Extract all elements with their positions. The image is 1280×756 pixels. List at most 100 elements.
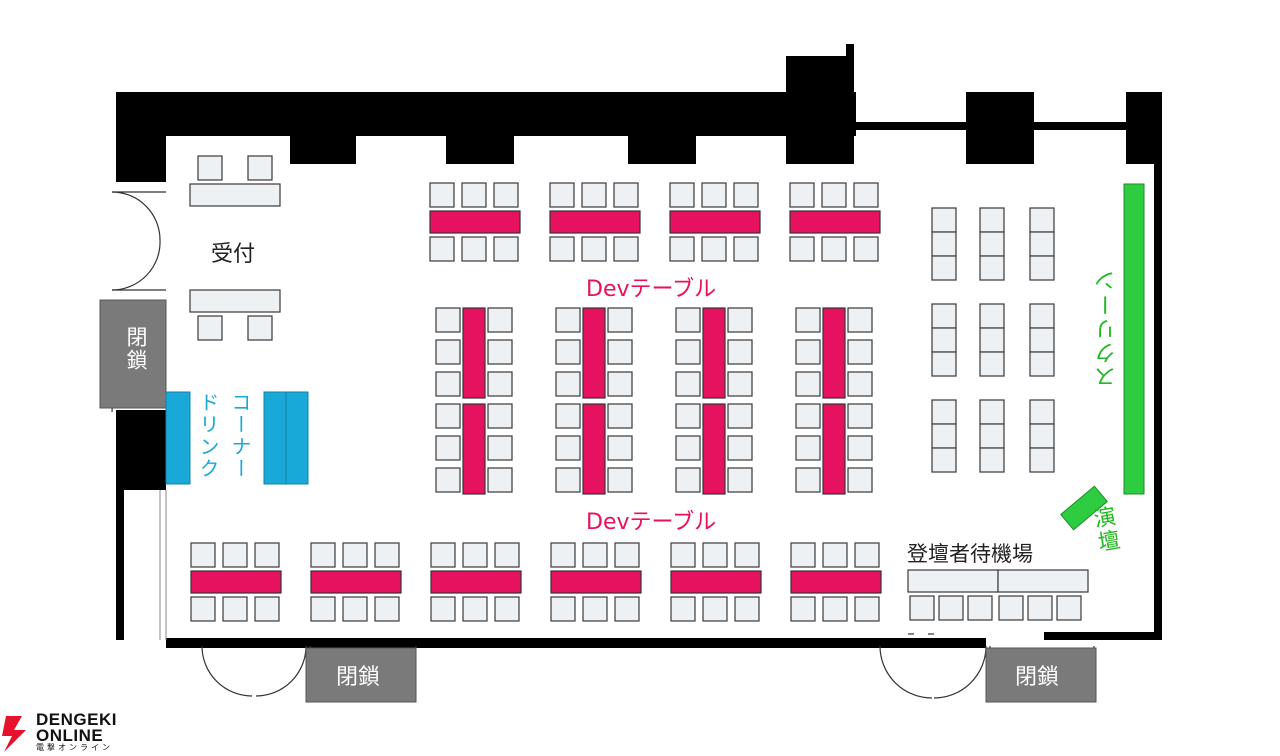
dev-table bbox=[702, 403, 726, 495]
waiting-table bbox=[997, 569, 1089, 593]
chair bbox=[487, 339, 513, 365]
chair bbox=[821, 236, 847, 262]
chair bbox=[550, 542, 576, 568]
dengeki-bolt-icon bbox=[2, 716, 26, 752]
chair bbox=[675, 467, 701, 493]
chair bbox=[702, 596, 728, 622]
chair bbox=[727, 307, 753, 333]
chair bbox=[675, 307, 701, 333]
chair bbox=[854, 596, 880, 622]
chair bbox=[555, 467, 581, 493]
logo-line2: ONLINE bbox=[36, 726, 104, 745]
chair bbox=[461, 182, 487, 208]
chair bbox=[429, 182, 455, 208]
chair bbox=[1029, 447, 1055, 473]
dev-table bbox=[190, 570, 282, 594]
chair bbox=[931, 303, 957, 329]
dev-table bbox=[549, 210, 641, 234]
chair bbox=[607, 371, 633, 397]
chair bbox=[979, 255, 1005, 281]
dev-table bbox=[430, 570, 522, 594]
chair bbox=[909, 595, 935, 621]
chair bbox=[853, 182, 879, 208]
chair bbox=[675, 403, 701, 429]
chair bbox=[614, 542, 640, 568]
reception-chair bbox=[247, 315, 273, 341]
chair bbox=[847, 307, 873, 333]
chair bbox=[190, 596, 216, 622]
drink-corner-label-1: ドリンク bbox=[196, 392, 220, 480]
chair bbox=[670, 542, 696, 568]
screen bbox=[1123, 183, 1145, 495]
chair bbox=[1029, 231, 1055, 257]
speaker-waiting-label: 登壇者待機場 bbox=[907, 542, 1033, 566]
chair bbox=[931, 447, 957, 473]
wall-pillar bbox=[290, 92, 356, 164]
chair bbox=[310, 542, 336, 568]
chair bbox=[795, 467, 821, 493]
walls bbox=[116, 44, 1162, 648]
closed-area-bottom-right bbox=[985, 647, 1097, 703]
dev-table bbox=[582, 307, 606, 399]
screen-label: スクリーン bbox=[1095, 268, 1120, 388]
chair bbox=[435, 371, 461, 397]
chair bbox=[795, 371, 821, 397]
chair bbox=[607, 307, 633, 333]
chair bbox=[669, 182, 695, 208]
door-left-top bbox=[111, 191, 161, 241]
door-bottom-left bbox=[201, 645, 253, 697]
chair bbox=[430, 542, 456, 568]
closed-label-left: 閉鎖 bbox=[124, 326, 148, 372]
reception-chair bbox=[197, 315, 223, 341]
dev-table bbox=[669, 210, 761, 234]
dev-table bbox=[702, 307, 726, 399]
closed-area-bottom-left bbox=[305, 647, 417, 703]
chair bbox=[430, 596, 456, 622]
chair bbox=[1029, 399, 1055, 425]
chair bbox=[190, 542, 216, 568]
reception-chair bbox=[247, 155, 273, 181]
chair bbox=[675, 371, 701, 397]
chair bbox=[675, 339, 701, 365]
chair bbox=[582, 542, 608, 568]
drink-counter bbox=[165, 391, 191, 485]
chair bbox=[555, 371, 581, 397]
door-bottom-right bbox=[933, 645, 987, 699]
chair bbox=[931, 399, 957, 425]
dev-tables-top bbox=[429, 182, 881, 262]
chair bbox=[435, 467, 461, 493]
chair bbox=[795, 339, 821, 365]
dev-table bbox=[670, 570, 762, 594]
chair bbox=[979, 303, 1005, 329]
chair bbox=[254, 542, 280, 568]
chair bbox=[555, 435, 581, 461]
dev-table bbox=[550, 570, 642, 594]
wall-pillar bbox=[628, 92, 696, 164]
chair bbox=[254, 596, 280, 622]
wall-bottom bbox=[166, 638, 986, 648]
chair bbox=[607, 403, 633, 429]
chair bbox=[549, 182, 575, 208]
chair bbox=[847, 339, 873, 365]
chair bbox=[979, 447, 1005, 473]
dev-table-label-top: Devテーブル bbox=[586, 277, 717, 302]
podium-shape bbox=[1060, 485, 1108, 531]
chair bbox=[374, 542, 400, 568]
chair bbox=[613, 236, 639, 262]
chair bbox=[733, 236, 759, 262]
reception-chair bbox=[197, 155, 223, 181]
chair bbox=[979, 423, 1005, 449]
chair bbox=[581, 182, 607, 208]
chair bbox=[979, 231, 1005, 257]
chair bbox=[931, 255, 957, 281]
chair bbox=[727, 467, 753, 493]
dev-table bbox=[462, 403, 486, 495]
chair bbox=[462, 542, 488, 568]
drink-counter bbox=[263, 391, 287, 485]
chair bbox=[487, 371, 513, 397]
chair bbox=[1029, 255, 1055, 281]
chair bbox=[853, 236, 879, 262]
chair bbox=[795, 307, 821, 333]
wall-top-left-corner bbox=[116, 92, 166, 182]
